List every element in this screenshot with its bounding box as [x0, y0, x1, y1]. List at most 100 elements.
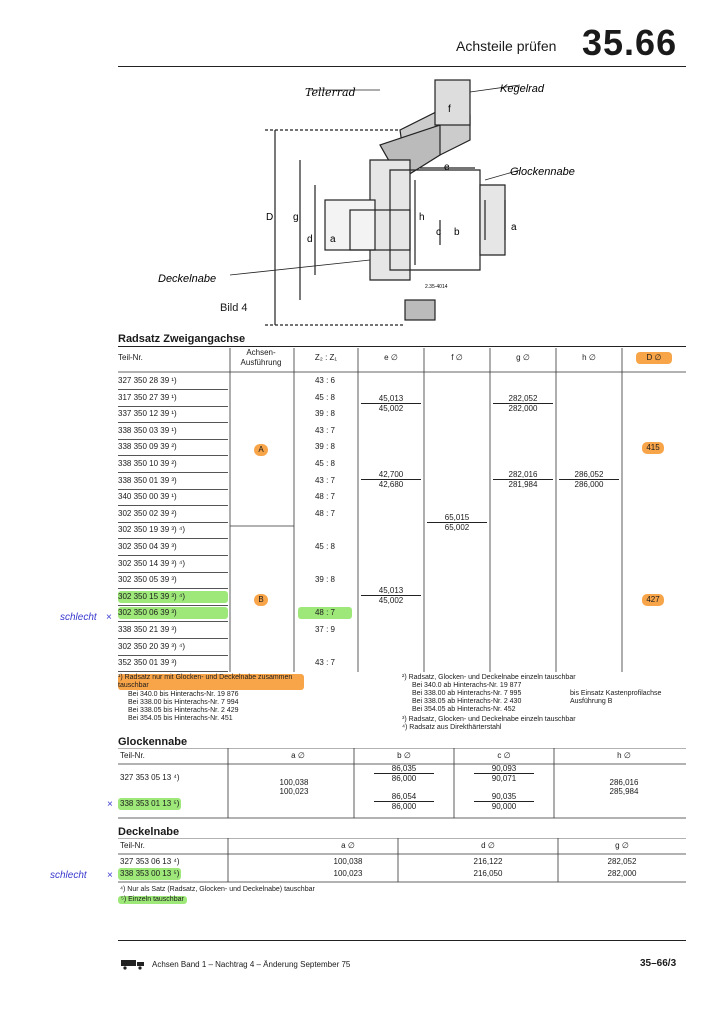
gl-b2-max: 86,054: [374, 792, 434, 802]
dk-col-teil: Teil-Nr.: [120, 841, 145, 850]
radsatz-row-ratio: 48 : 7: [314, 492, 335, 502]
note-2d: Bei 354.05 ab Hinterachs-Nr. 452: [412, 706, 516, 713]
dk-row-2: 338 353 00 13 ⁵): [118, 868, 182, 880]
radsatz-row-divider: [118, 422, 228, 424]
footer-divider: [118, 940, 686, 941]
radsatz-row-teilnr: 338 350 09 39 ²): [118, 442, 177, 452]
glockennabe-table: Teil-Nr. a ∅ b ∅ c ∅ h ∅ 327 353 05 13 ⁴…: [118, 748, 686, 820]
gl-b1-min: 86,000: [391, 774, 417, 783]
radsatz-row-divider: [118, 588, 228, 590]
g2-min: 281,984: [508, 480, 538, 489]
deckelnabe-table: Teil-Nr. a ∅ d ∅ g ∅ 327 353 06 13 ⁴) 33…: [118, 838, 686, 884]
handwritten-x-1: ×: [106, 612, 112, 623]
note-1: ¹) Radsatz nur mit Glocken- und Deckelna…: [118, 674, 304, 690]
label-tellerrad: Tellerrad: [305, 86, 356, 99]
e1-max: 45,013: [361, 394, 421, 404]
f-max: 65,015: [427, 513, 487, 523]
radsatz-row-ratio: 39 : 8: [314, 409, 335, 419]
deckelnabe-title: Deckelnabe: [118, 826, 180, 838]
radsatz-row-teilnr: 302 350 15 39 ³) ⁴): [118, 590, 228, 603]
radsatz-row-ratio: 39 : 8: [314, 575, 335, 585]
radsatz-rule: [118, 346, 686, 347]
ausf-B: B: [254, 594, 268, 606]
radsatz-row-ratio: 39 : 8: [314, 442, 335, 452]
gl-b1-max: 86,035: [374, 764, 434, 774]
f-min: 65,002: [444, 523, 470, 532]
deckel-note-5: ⁵) Einzeln tauschbar: [118, 896, 187, 904]
radsatz-table: Teil-Nr. Achsen- Ausführung Z₂ : Z₁ e ∅ …: [118, 348, 686, 673]
radsatz-row-teilnr: 302 350 05 39 ³): [118, 575, 177, 585]
gl-col-c: c ∅: [497, 751, 511, 760]
gl-b2-min: 86,000: [391, 802, 417, 811]
note-3: ³) Radsatz, Glocken- und Deckelnabe einz…: [402, 716, 576, 723]
dk-d-min: 216,050: [473, 869, 503, 878]
gl-row-2: 338 353 01 13 ⁵): [118, 798, 182, 810]
radsatz-row-divider: [118, 521, 228, 523]
radsatz-row-divider: [118, 389, 228, 390]
radsatz-row-divider: [118, 538, 228, 540]
radsatz-row-divider: [118, 505, 228, 507]
dim-b: b: [454, 227, 460, 238]
radsatz-row-teilnr: 317 350 27 39 ¹): [118, 392, 177, 402]
radsatz-row-divider: [118, 405, 228, 407]
truck-icon: [121, 960, 144, 970]
gl-col-a: a ∅: [291, 751, 305, 760]
radsatz-row-divider: [118, 621, 228, 623]
dk-col-g: g ∅: [615, 841, 629, 850]
gl-c1-min: 90,071: [491, 774, 517, 783]
header-divider: [118, 66, 686, 67]
radsatz-row-divider: [118, 654, 228, 656]
glockennabe-grid: [118, 748, 686, 819]
radsatz-row-teilnr: 302 350 06 39 ³): [118, 607, 228, 620]
note-4: ⁴) Radsatz aus Direkthärterstahl: [402, 724, 502, 731]
col-teilnr: Teil-Nr.: [118, 353, 143, 362]
radsatz-row-ratio: 43 : 7: [314, 475, 335, 485]
radsatz-row-teilnr: 340 350 00 39 ¹): [118, 492, 177, 502]
gl-row-1: 327 353 05 13 ⁴): [120, 773, 180, 782]
deckelnabe-grid: [118, 838, 686, 883]
note-2f: Ausführung B: [570, 698, 613, 705]
drawing-number: 2.35-4014: [425, 284, 448, 290]
dim-c: c: [436, 227, 441, 238]
col-achsen: Achsen- Ausführung: [240, 348, 282, 367]
ausf-A: A: [254, 444, 268, 456]
radsatz-row-teilnr: 338 350 03 39 ¹): [118, 425, 177, 435]
radsatz-row-ratio: 45 : 8: [314, 459, 335, 468]
dk-a-max: 100,038: [333, 857, 363, 866]
gl-col-h: h ∅: [617, 751, 631, 760]
g1-max: 282,052: [493, 394, 553, 404]
radsatz-row-divider: [118, 555, 228, 556]
note-1b: Bei 338.00 bis Hinterachs-Nr. 7 994: [128, 699, 239, 706]
dim-g: g: [293, 212, 299, 223]
dim-h: h: [419, 212, 425, 223]
radsatz-row-teilnr: 302 350 14 39 ³) ⁴): [118, 558, 186, 568]
radsatz-row-divider: [118, 455, 228, 457]
deckel-note-4: ⁴) Nur als Satz (Radsatz, Glocken- und D…: [120, 886, 315, 893]
h-max: 286,052: [559, 470, 619, 480]
radsatz-row-ratio: 43 : 7: [314, 425, 335, 435]
e1-min: 45,002: [378, 404, 404, 413]
D-value-2: 427: [642, 594, 664, 606]
radsatz-row-teilnr: 338 350 10 39 ²): [118, 459, 177, 468]
radsatz-row-teilnr: 302 350 20 39 ³) ⁴): [118, 641, 186, 651]
dim-f: f: [448, 104, 451, 115]
col-f: f ∅: [451, 353, 463, 362]
radsatz-row-teilnr: 352 350 01 39 ³): [118, 658, 177, 668]
radsatz-row-ratio: 48 : 7: [314, 508, 335, 518]
page-section-number: 35.66: [582, 22, 678, 63]
radsatz-row-divider: [118, 638, 228, 639]
g1-min: 282,000: [508, 404, 538, 413]
radsatz-row-teilnr: 338 350 01 39 ³): [118, 475, 177, 485]
radsatz-row-teilnr: 337 350 12 39 ¹): [118, 409, 177, 419]
page-section-title: Achsteile prüfen: [456, 38, 557, 54]
dk-g-min: 282,000: [607, 869, 637, 878]
note-2: ²) Radsatz, Glocken- und Deckelnabe einz…: [402, 674, 576, 681]
glockennabe-title: Glockennabe: [118, 736, 188, 748]
col-g: g ∅: [516, 353, 530, 362]
radsatz-row-divider: [118, 488, 228, 490]
gl-c2-min: 90,000: [491, 802, 517, 811]
radsatz-row-teilnr: 302 350 19 39 ³) ⁴): [118, 525, 186, 535]
radsatz-title: Radsatz Zweigangachse: [118, 333, 246, 345]
note-1a: Bei 340.0 bis Hinterachs-Nr. 19 876: [128, 691, 239, 698]
radsatz-row-ratio: 45 : 8: [314, 392, 335, 402]
